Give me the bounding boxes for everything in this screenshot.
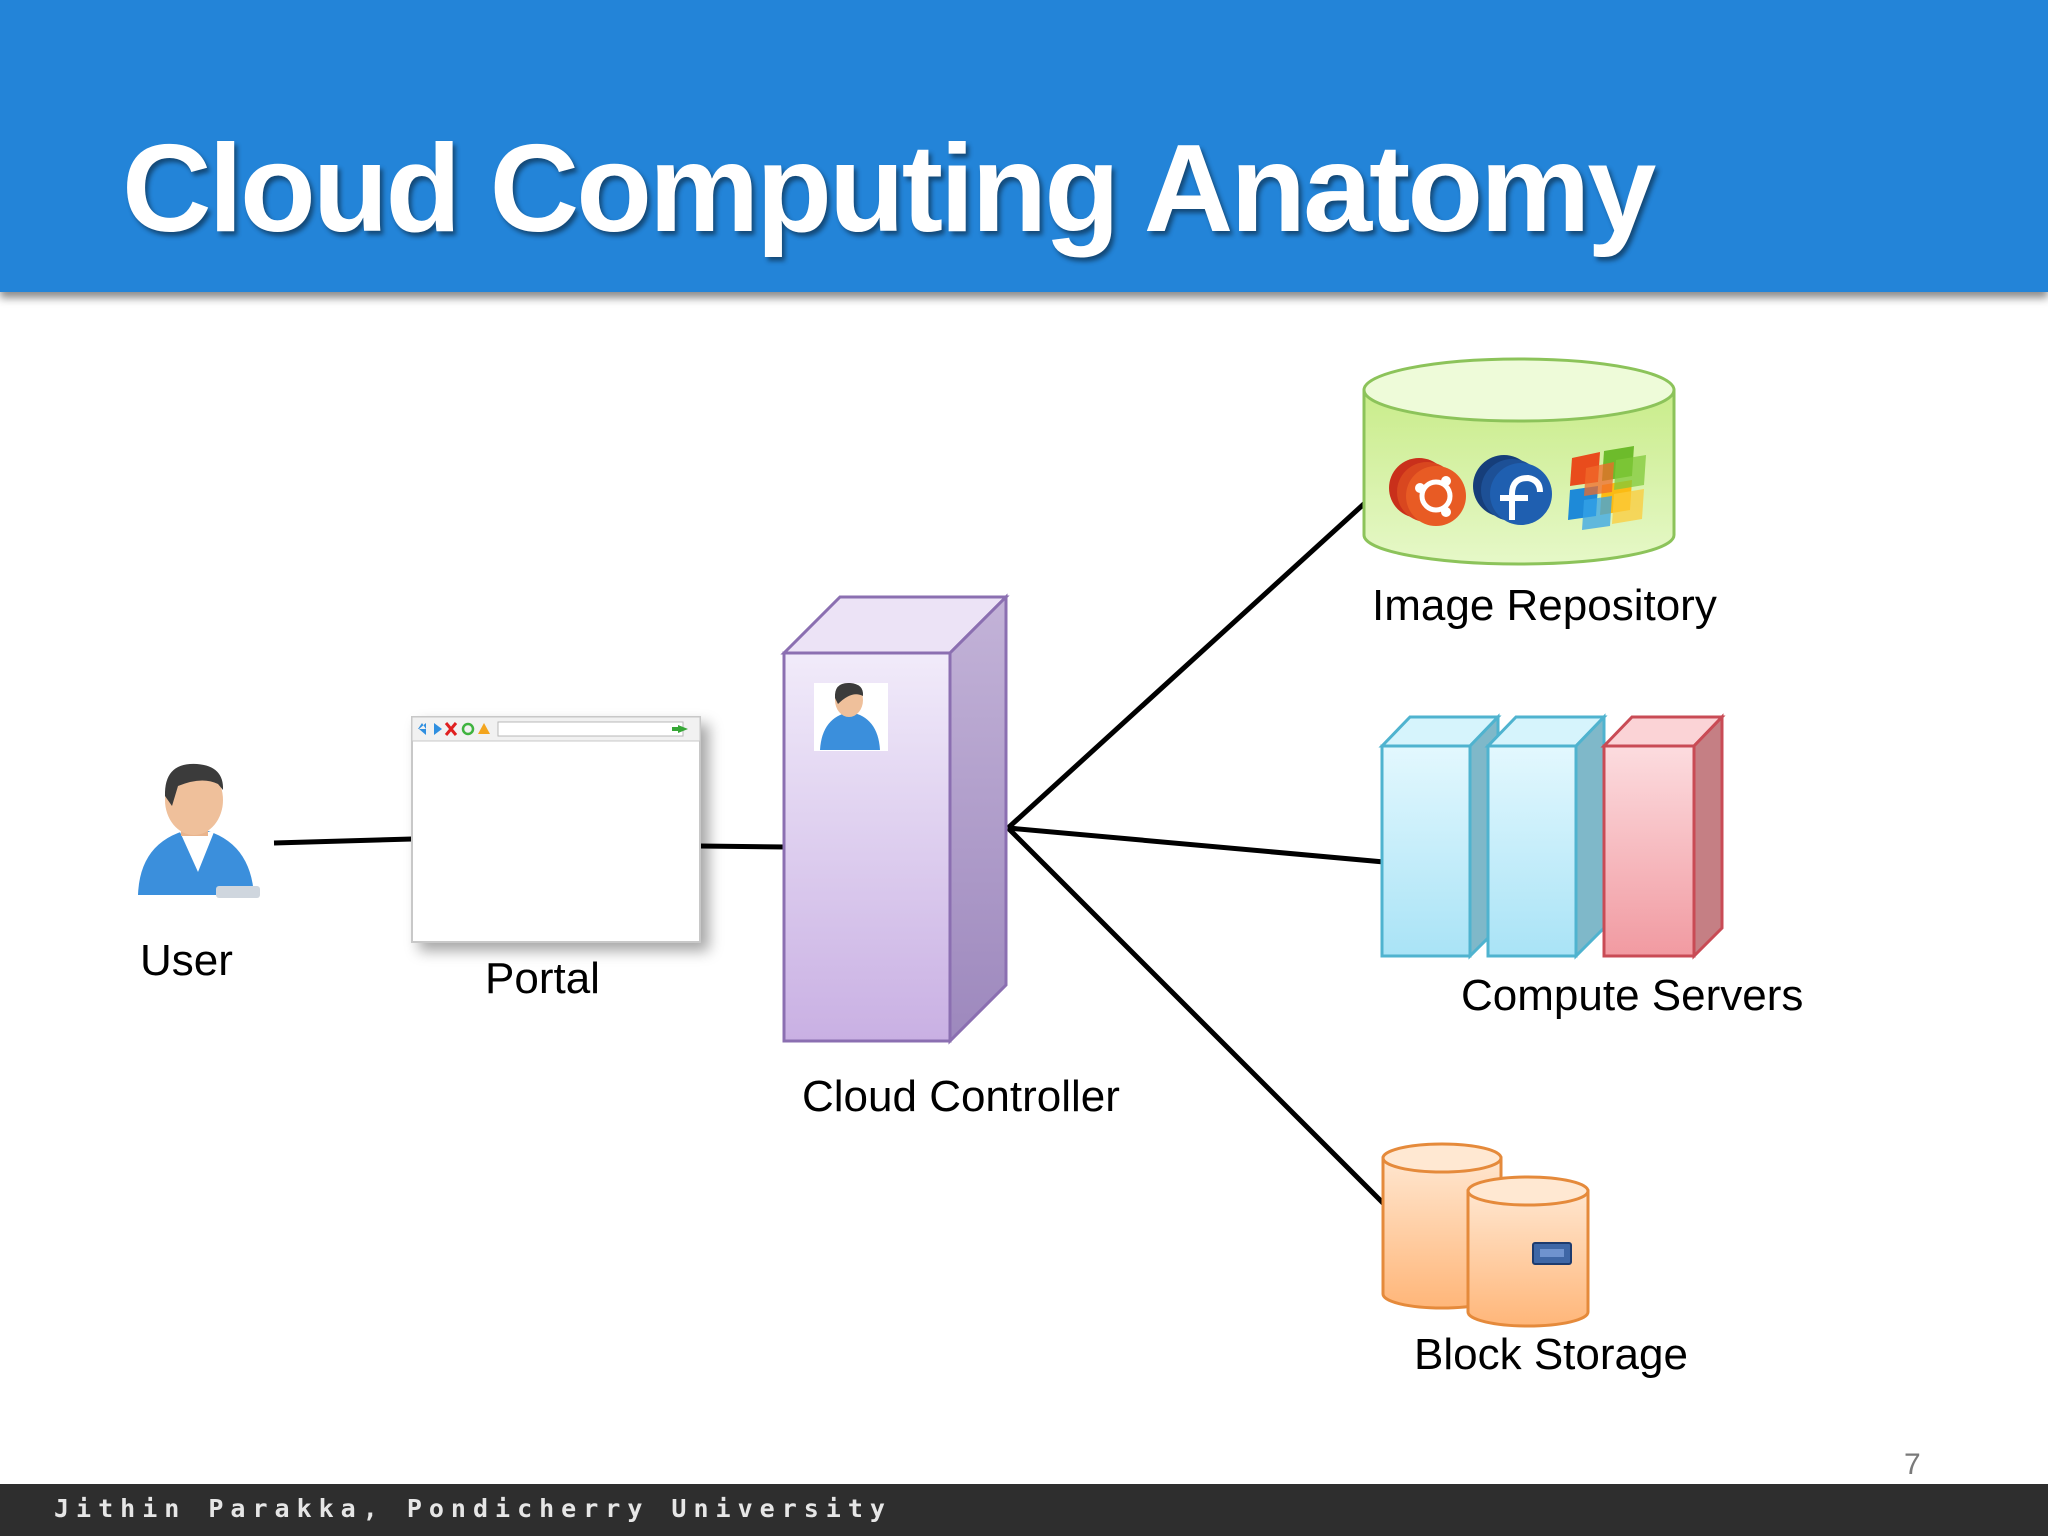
- compute-servers-label: Compute Servers: [1461, 971, 1804, 1020]
- block-storage-label: Block Storage: [1414, 1330, 1688, 1379]
- user-avatar-icon: [138, 763, 260, 898]
- slide-title: Cloud Computing Anatomy: [122, 120, 1656, 258]
- cloud-controller-label: Cloud Controller: [802, 1072, 1120, 1121]
- connector-lines: [273, 500, 1386, 1206]
- portal-label: Portal: [485, 954, 600, 1003]
- image-repository-label: Image Repository: [1372, 581, 1717, 630]
- ubuntu-icon: [1389, 458, 1466, 526]
- footer-author: Jithin Parakka, Pondicherry University: [54, 1494, 892, 1523]
- edge-portal-controller: [699, 843, 787, 850]
- browser-toolbar: [418, 721, 688, 737]
- edge-user-portal: [273, 836, 413, 846]
- compute-server-2: [1484, 713, 1608, 960]
- title-bar: Cloud Computing Anatomy: [0, 0, 2048, 292]
- fedora-icon: [1473, 455, 1552, 525]
- compute-server-3: [1600, 713, 1726, 960]
- edge-controller-compute: [1007, 825, 1385, 865]
- server-tower-icon: [780, 593, 1010, 1045]
- edge-controller-repository: [1006, 500, 1368, 830]
- browser-window-icon: [411, 716, 701, 943]
- page-number: 7: [1904, 1448, 1921, 1481]
- user-label: User: [140, 936, 233, 985]
- edge-controller-storage: [1006, 826, 1386, 1206]
- compute-server-1: [1378, 713, 1502, 960]
- footer-bar: Jithin Parakka, Pondicherry University: [0, 1484, 2048, 1536]
- server-rack-icon: [1378, 713, 1726, 960]
- storage-cylinder-front: [1466, 1175, 1590, 1328]
- controller-user-icon: [814, 682, 888, 751]
- windows-icon: [1568, 446, 1646, 530]
- storage-cylinder-icon: [1381, 1142, 1590, 1328]
